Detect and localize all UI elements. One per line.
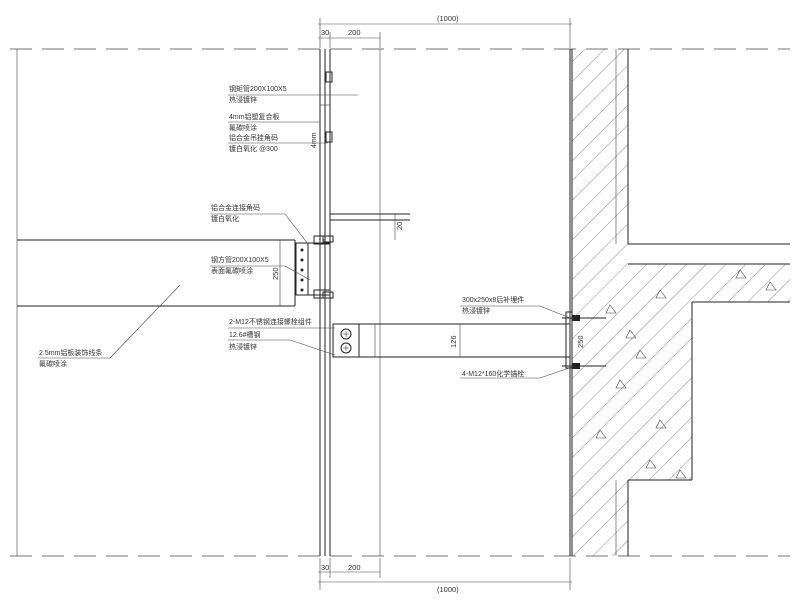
label-embed-plate: 300x250x8后补埋件 [462, 295, 524, 304]
label-alu-panel-sub: 氟碳喷涂 [39, 359, 67, 368]
label-steel-tube-mid: 钢方管200X100X5 [211, 255, 269, 264]
label-alu-angle: 铝合金吊挂角码 [229, 133, 278, 142]
stub-dim: 20 [395, 222, 404, 230]
top-fixings: 4mm [311, 71, 333, 148]
decorative-band: 250 [17, 239, 296, 307]
label-steel-tube-mid-sub: 表面氟碳喷涂 [211, 266, 253, 275]
curtain-wall-mullions [319, 49, 571, 556]
label-anchors: 4-M12*160化学锚栓 [462, 369, 524, 378]
channel-beam: 126 [332, 323, 571, 358]
bottom-left-dim: 30 [321, 563, 329, 572]
label-steel-tube-top-sub: 热浸镀锌 [229, 95, 257, 104]
frame-lines [10, 48, 790, 557]
label-channel-sub: 热浸镀锌 [229, 342, 257, 351]
bracket-height-dim: 250 [271, 267, 280, 280]
top-dimension: (1000) 30 200 [318, 14, 572, 48]
label-bolts: 2-M12不锈钢连接螺栓组件 [229, 317, 312, 326]
annotations: 钢矩管200X100X5 热浸镀锌 4mm铝塑复合板 氟碳喷涂 铝合金吊挂角码 … [39, 84, 524, 378]
label-alu-composite: 4mm铝塑复合板 [229, 112, 280, 121]
bracket-assembly: 15 [295, 235, 334, 299]
structure-wall [571, 49, 790, 556]
beam-depth-dim: 126 [449, 335, 458, 348]
bottom-overall-dim: (1000) [437, 585, 459, 594]
bottom-dimension: 30 200 (1000) [318, 558, 572, 594]
horizontal-stub: 20 [330, 213, 410, 240]
label-embed-plate-sub: 热浸镀锌 [462, 306, 490, 315]
bottom-mid-dim: 200 [348, 563, 361, 572]
top-mid-dim: 200 [348, 28, 361, 37]
vertical-panel-label: 4mm [311, 132, 318, 148]
gap-dim: 15 [318, 237, 326, 246]
label-steel-tube-top: 钢矩管200X100X5 [229, 84, 287, 93]
leader-lines [38, 94, 576, 379]
top-overall-dim: (1000) [437, 14, 459, 23]
label-alu-angle-sub: 镀白氧化 @300 [229, 144, 278, 153]
top-left-dim: 30 [321, 28, 329, 37]
label-alu-panel: 2.5mm铝板装饰线条 [39, 348, 102, 357]
label-alu-connector-sub: 镀白氧化 [211, 214, 239, 223]
label-channel: 12.6#槽钢 [229, 330, 261, 339]
label-alu-connector: 铝合金连接角码 [211, 203, 260, 212]
label-alu-composite-sub: 氟碳喷涂 [229, 123, 257, 132]
